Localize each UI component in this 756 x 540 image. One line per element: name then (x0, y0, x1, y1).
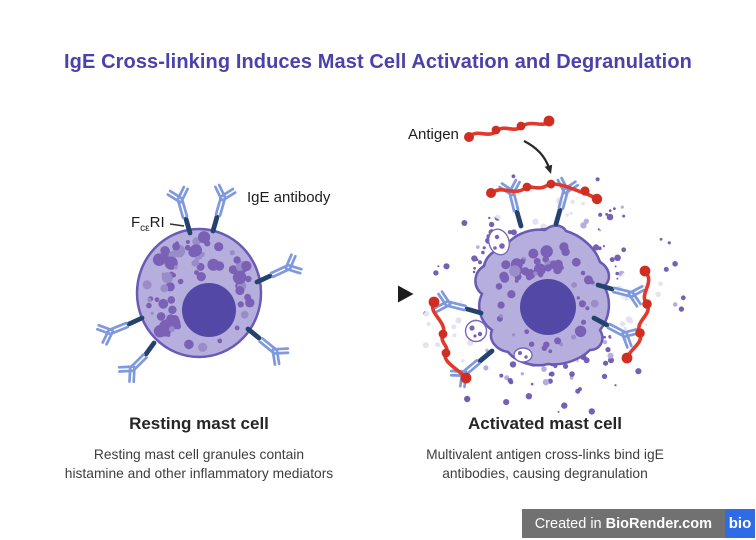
resting-cell-caption-line1: Resting mast cell granules contain (93, 447, 305, 462)
degranulation-vacuoles (464, 228, 533, 363)
biorender-watermark: Created in BioRender.com bio (521, 509, 755, 538)
free-antigen-illustration (464, 115, 555, 142)
crosslinking-antigen-chains (430, 182, 651, 380)
crosslinking-antigen-beads (428, 179, 652, 384)
fceri-subscript: cε (140, 223, 150, 234)
watermark-text: Created in BioRender.com (521, 509, 725, 538)
resting-granules (142, 231, 255, 352)
antigen-binding-arrow (523, 139, 553, 174)
fceri-suffix: RI (149, 214, 165, 231)
activated-cell-caption-line2: antibodies, causing degranulation (442, 466, 648, 481)
ige-antibody-icon (206, 182, 238, 220)
resting-cell-nucleus (182, 283, 236, 337)
watermark-brand: BioRender.com (605, 515, 712, 532)
activated-fceri-receptors (464, 207, 615, 364)
fceri-receptor-label: FcεRI (131, 214, 165, 234)
activated-cell-caption-title: Activated mast cell (467, 414, 622, 433)
ige-antibody-icon (266, 252, 305, 286)
fceri-prefix: F (131, 214, 141, 231)
transition-arrow (319, 285, 414, 303)
page-title: IgE Cross-linking Induces Mast Cell Acti… (64, 51, 692, 73)
biorender-logo-icon: bio (725, 509, 755, 538)
activated-cell-nucleus (520, 279, 576, 335)
activated-cell-caption-line1: Multivalent antigen cross-links bind igE (426, 447, 664, 462)
ige-antibody-label: IgE antibody (247, 189, 331, 206)
activated-granules (495, 242, 599, 354)
resting-cell-caption-title: Resting mast cell (129, 414, 269, 433)
resting-fceri-receptors (126, 214, 273, 357)
resting-cell-caption: Resting mast cell Resting mast cell gran… (34, 414, 364, 483)
watermark-prefix: Created in (534, 515, 606, 532)
fceri-pointer-line (169, 223, 185, 227)
activated-mast-cell-illustration (428, 175, 652, 390)
ige-antibody-icon (165, 184, 197, 222)
resting-cell-caption-line2: histamine and other inflammatory mediato… (64, 466, 334, 481)
resting-mast-cell-illustration (94, 182, 305, 386)
antigen-label: Antigen (408, 126, 459, 143)
activated-cell-caption: Activated mast cell Multivalent antigen … (380, 414, 710, 483)
ige-antibody-icon (94, 314, 133, 347)
